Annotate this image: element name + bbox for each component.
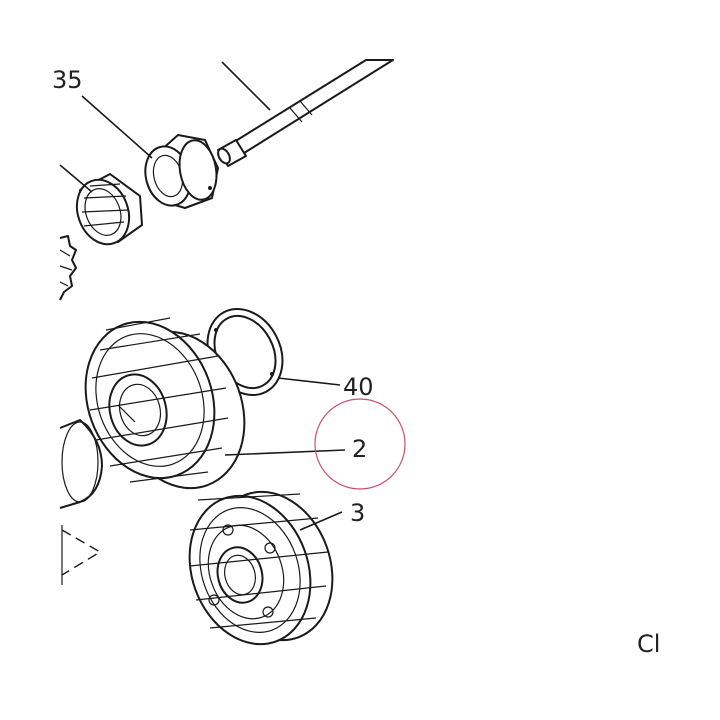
leader-35: [81, 95, 153, 159]
callout-40: 40: [343, 373, 374, 401]
partial-gear-left: [59, 235, 77, 301]
shaft: [217, 59, 394, 167]
dashed-guide: [61, 525, 102, 585]
callout-3: 3: [350, 499, 365, 527]
leader-lines: [59, 61, 346, 531]
callout-2: 2: [352, 435, 367, 463]
leader-bearing: [59, 164, 93, 193]
leader-3: [299, 511, 343, 531]
leader-2: [224, 449, 346, 456]
hub-cylinder: [59, 419, 103, 509]
corner-label: Cl: [637, 630, 660, 658]
callout-35: 35: [52, 66, 83, 94]
needle-bearing: [75, 173, 143, 246]
bearing-cup: [144, 134, 219, 209]
highlight-circle: [314, 398, 406, 490]
leader-40: [277, 377, 341, 386]
gear-3: [188, 490, 334, 646]
leader-shaft: [221, 61, 271, 111]
gear-2: [84, 317, 246, 490]
